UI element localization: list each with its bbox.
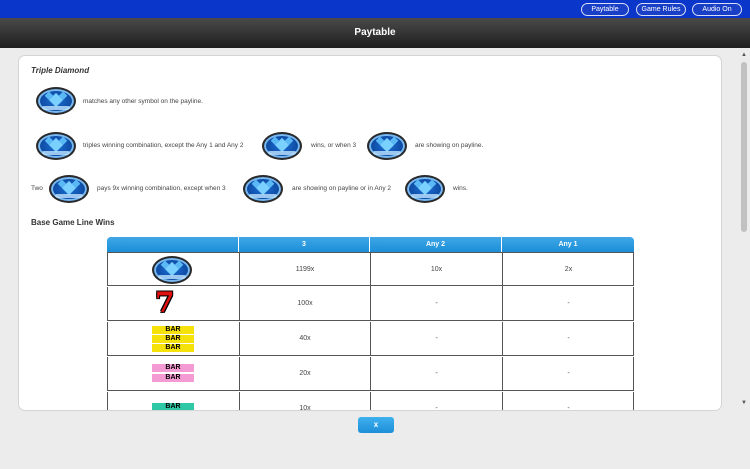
payout-cell: 20x [239,357,370,391]
column-header: Any 2 [369,237,501,252]
table-row: BAR BAR 20x - - [107,357,634,391]
table-row: BAR 10x - - [107,392,634,410]
table-row: 7 100x - - [107,287,634,321]
triple-diamond-icon [152,256,192,284]
payout-cell: - [502,287,634,321]
triple-diamond-icon [36,132,76,160]
column-header: Any 1 [501,237,634,252]
payout-cell: 10x [239,392,370,410]
rule-text: wins. [453,185,468,192]
payout-cell: - [502,322,634,356]
scroll-down-icon[interactable]: ▼ [741,400,747,406]
payout-cell: - [502,357,634,391]
rule-text: wins, or when 3 [311,142,357,149]
payout-cell: 1199x [239,253,370,287]
symbol-cell: BAR BAR [108,357,239,391]
rule-text: matches any other symbol on the payline. [83,98,203,105]
payout-cell: 100x [239,287,370,321]
symbol-cell [108,253,239,287]
paytable-header: 3 Any 2 Any 1 [107,237,634,252]
payout-cell: 40x [239,322,370,356]
scrollbar-thumb[interactable] [741,62,747,232]
audio-toggle-button[interactable]: Audio On [692,3,742,16]
payout-cell: - [370,392,502,410]
section-title-triple-diamond: Triple Diamond [31,66,90,75]
payout-cell: 10x [370,253,502,287]
payout-cell: - [370,322,502,356]
payout-cell: - [502,392,634,410]
triple-diamond-icon [405,175,445,203]
payout-cell: 2x [502,253,634,287]
paytable-button[interactable]: Paytable [581,3,629,16]
scrollbar[interactable]: ▲ ▼ [738,50,750,412]
rule-text: Two [31,185,43,192]
rule-text: are showing on payline or in Any 2 [292,185,392,192]
triple-diamond-icon [36,87,76,115]
top-bar: Paytable Game Rules Audio On [0,0,750,18]
symbol-cell: BAR [108,392,239,410]
game-rules-button[interactable]: Game Rules [636,3,686,16]
rule-text: pays 9x winning combination, except when… [97,185,226,192]
payout-cell: - [370,357,502,391]
close-button[interactable]: x [358,417,394,433]
rule-text: triples winning combination, except the … [83,142,244,149]
triple-diamond-icon [262,132,302,160]
table-row: BAR BAR BAR 40x - - [107,322,634,356]
rule-text: are showing on payline. [415,142,484,149]
triple-diamond-icon [243,175,283,203]
symbol-cell: BAR BAR BAR [108,322,239,356]
paytable-panel: Triple Diamond matches any other symbol … [18,55,722,411]
payout-cell: - [370,287,502,321]
column-header: 3 [238,237,369,252]
scroll-up-icon[interactable]: ▲ [741,52,747,58]
page-title: Paytable [0,18,750,48]
triple-diamond-icon [367,132,407,160]
symbol-cell: 7 [108,287,239,321]
seven-icon: 7 [155,286,175,319]
section-title-base-game: Base Game Line Wins [31,218,115,227]
triple-diamond-icon [49,175,89,203]
table-row: 1199x 10x 2x [107,252,634,287]
column-header [107,237,238,252]
